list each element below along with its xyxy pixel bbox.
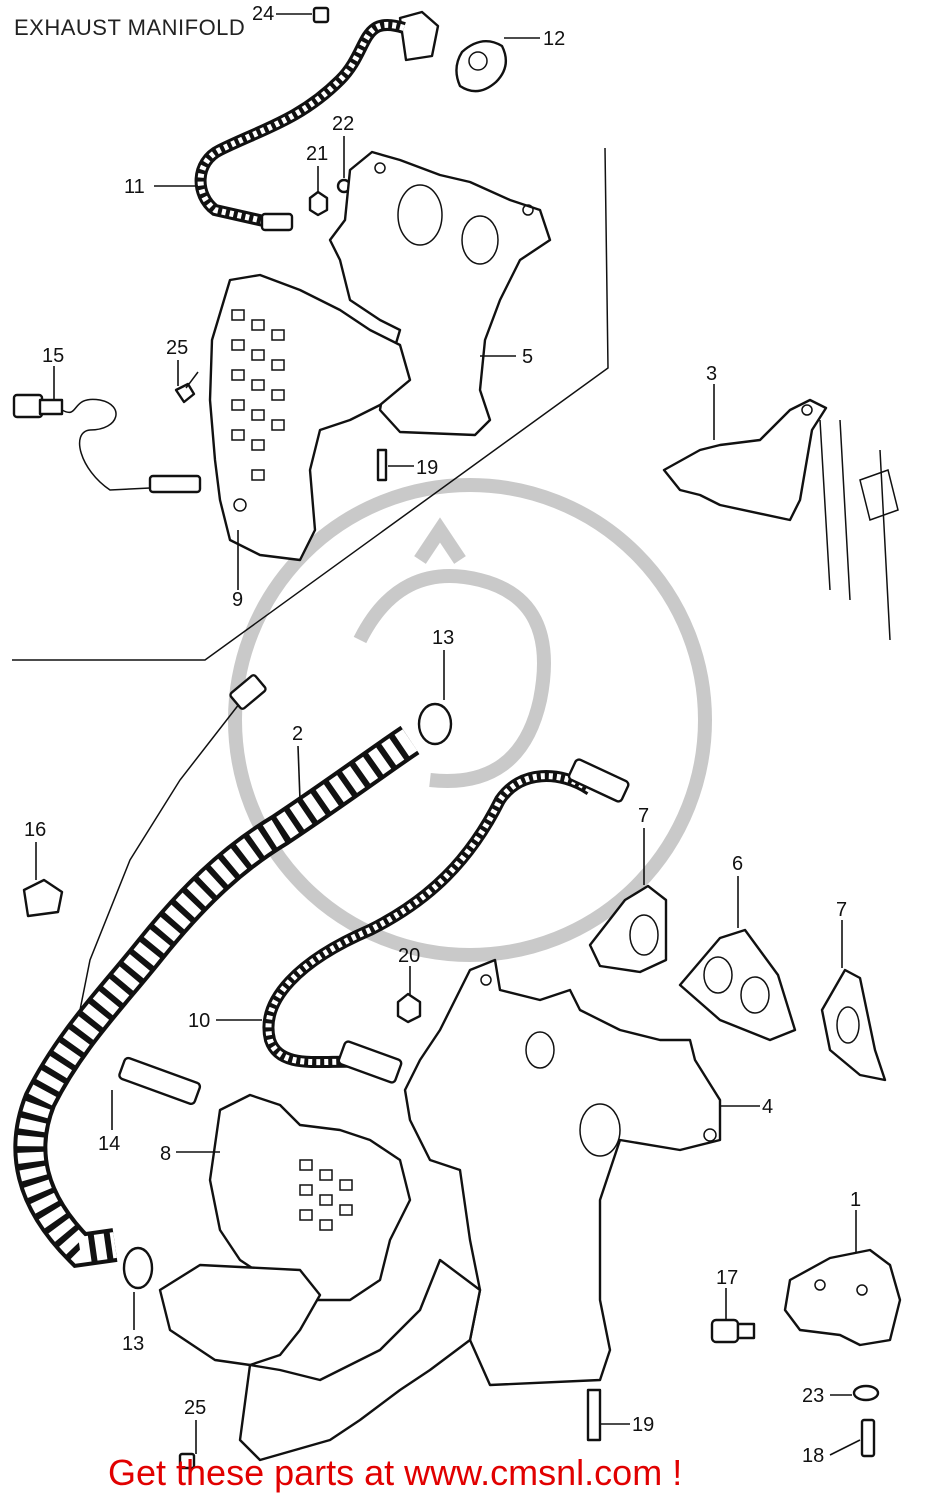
callout-1: 1	[850, 1189, 861, 1211]
part-11-egr-pipe	[194, 10, 440, 232]
part-19-stud-upper	[376, 448, 388, 482]
part-12-gasket	[455, 40, 508, 93]
part-24-bolt	[312, 6, 330, 24]
callout-12: 12	[543, 28, 565, 50]
callout-3: 3	[706, 363, 717, 385]
part-5-manifold	[328, 150, 552, 437]
part-18-bolt	[860, 1418, 876, 1458]
part-1-bracket	[783, 1248, 902, 1347]
callout-4: 4	[762, 1096, 773, 1118]
diagram-title: EXHAUST MANIFOLD	[14, 15, 246, 40]
callout-9: 9	[232, 589, 243, 611]
footer-link-text[interactable]: Get these parts at www.cmsnl.com !	[108, 1452, 683, 1493]
callout-20: 20	[398, 945, 420, 967]
callout-14: 14	[98, 1133, 120, 1155]
part-20-nut	[396, 992, 422, 1024]
callout-13-lower: 13	[122, 1333, 144, 1355]
callout-6: 6	[732, 853, 743, 875]
callout-8: 8	[160, 1143, 171, 1165]
part-7-gasket-right	[820, 968, 887, 1082]
part-7-gasket-left	[588, 884, 668, 974]
part-16-clip	[22, 878, 64, 918]
part-17-sensor	[710, 1318, 756, 1344]
callout-17: 17	[716, 1267, 738, 1289]
callout-7-left: 7	[638, 805, 649, 827]
part-23-washer	[852, 1384, 880, 1402]
callout-22: 22	[332, 113, 354, 135]
leader-lines	[35, 13, 861, 1456]
callout-2: 2	[292, 723, 303, 745]
group-boundary	[12, 147, 609, 661]
callout-25-lower: 25	[184, 1397, 206, 1419]
part-4-manifold	[403, 958, 722, 1387]
part-15-o2-sensor	[12, 393, 202, 494]
callout-19-lower: 19	[632, 1414, 654, 1436]
callout-labels: 24 12 22 21 11 15 25 5 3 19 9 13 2 16 7 …	[24, 3, 861, 1467]
callout-25-upper: 25	[166, 337, 188, 359]
part-10-egr-pipe	[262, 758, 630, 1084]
part-3-bracket	[662, 398, 899, 641]
part-8-heat-shield	[158, 1093, 482, 1462]
part-13-clamp-lower	[122, 1246, 154, 1290]
part-25-bolt-upper	[174, 371, 199, 404]
callout-24: 24	[252, 3, 274, 25]
part-6-gasket	[678, 928, 797, 1042]
callout-18: 18	[802, 1445, 824, 1467]
watermark-logo	[228, 478, 712, 962]
callout-11: 11	[124, 176, 145, 198]
callout-23: 23	[802, 1385, 824, 1407]
callout-21: 21	[306, 143, 328, 165]
callout-7-right: 7	[836, 899, 847, 921]
callout-19-upper: 19	[416, 457, 438, 479]
part-14-o2-sensor	[79, 674, 267, 1106]
part-2-hose	[13, 725, 420, 1269]
part-19-stud-lower	[586, 1388, 602, 1442]
part-13-clamp-upper	[417, 702, 453, 746]
part-21-nut	[308, 190, 329, 217]
part-9-heat-shield	[208, 273, 412, 562]
callout-13-upper: 13	[432, 627, 454, 649]
callout-10: 10	[188, 1010, 210, 1032]
part-25-bolt-lower	[178, 1452, 196, 1470]
callout-16: 16	[24, 819, 46, 841]
callout-15: 15	[42, 345, 64, 367]
callout-5: 5	[522, 346, 533, 368]
